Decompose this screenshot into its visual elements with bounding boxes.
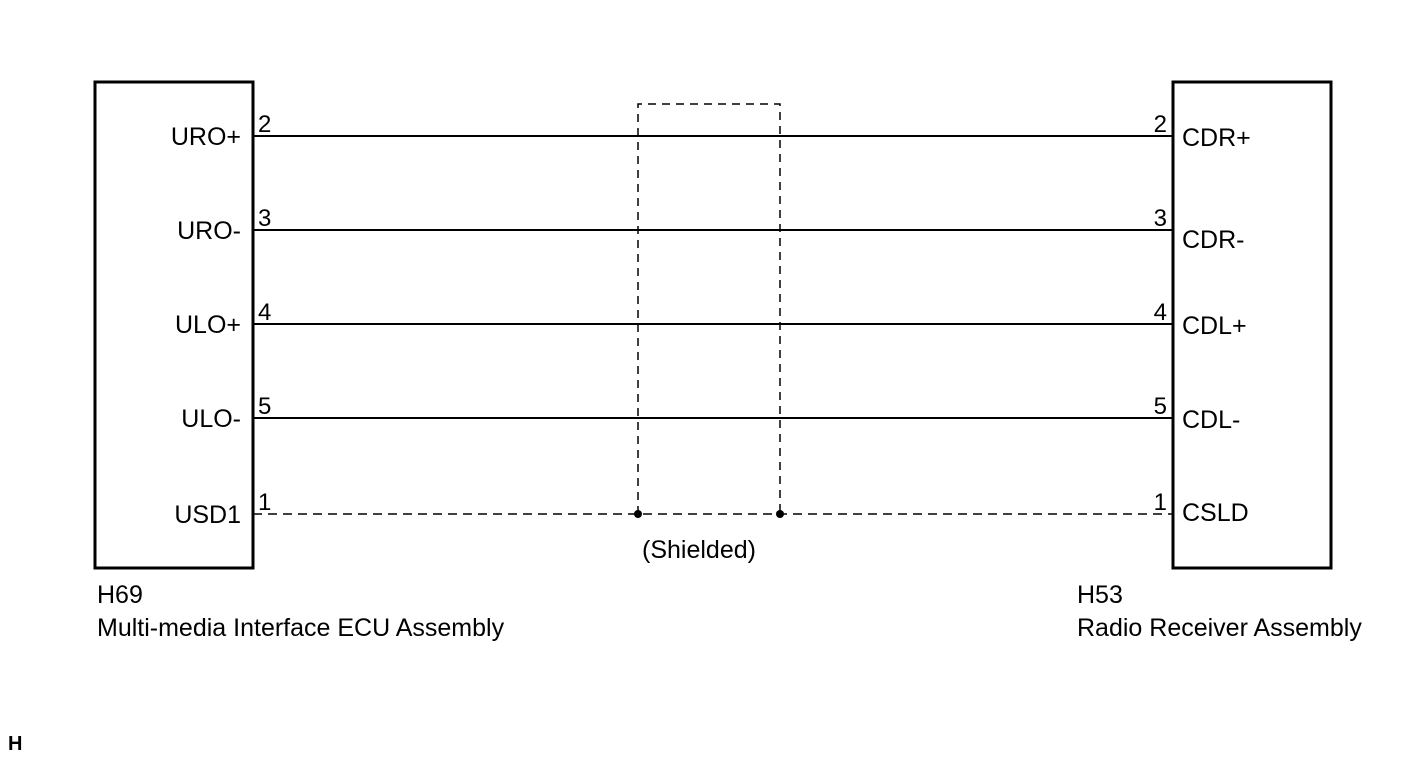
left-connector-code: H69 — [97, 581, 143, 609]
shield-outline — [637, 103, 781, 514]
right-signal-label: CDR+ — [1182, 124, 1251, 152]
left-pin-number: 5 — [258, 393, 271, 420]
right-pin-number: 4 — [1154, 299, 1167, 326]
right-pin-number: 5 — [1154, 393, 1167, 420]
left-pin-number: 2 — [258, 111, 271, 138]
left-signal-label: USD1 — [174, 501, 241, 529]
left-signal-label: URO+ — [171, 123, 241, 151]
shield-label: (Shielded) — [642, 536, 756, 564]
right-signal-label: CDL- — [1182, 406, 1240, 434]
left-signal-label: URO- — [177, 217, 241, 245]
left-signal-label: ULO- — [181, 405, 241, 433]
right-connector-name: Radio Receiver Assembly — [1077, 614, 1362, 642]
corner-label: H — [8, 733, 22, 755]
left-pin-number: 4 — [258, 299, 271, 326]
right-pin-number: 2 — [1154, 111, 1167, 138]
right-signal-label: CDR- — [1182, 226, 1245, 254]
shield-junction-left — [634, 510, 642, 518]
right-pin-number: 3 — [1154, 205, 1167, 232]
right-pin-number: 1 — [1154, 489, 1167, 516]
shield-junction-right — [776, 510, 784, 518]
right-signal-label: CDL+ — [1182, 312, 1247, 340]
left-connector-name: Multi-media Interface ECU Assembly — [97, 614, 505, 642]
right-connector-code: H53 — [1077, 581, 1123, 609]
left-pin-number: 1 — [258, 489, 271, 516]
left-pin-number: 3 — [258, 205, 271, 232]
right-signal-label: CSLD — [1182, 499, 1249, 527]
left-signal-label: ULO+ — [175, 311, 241, 339]
